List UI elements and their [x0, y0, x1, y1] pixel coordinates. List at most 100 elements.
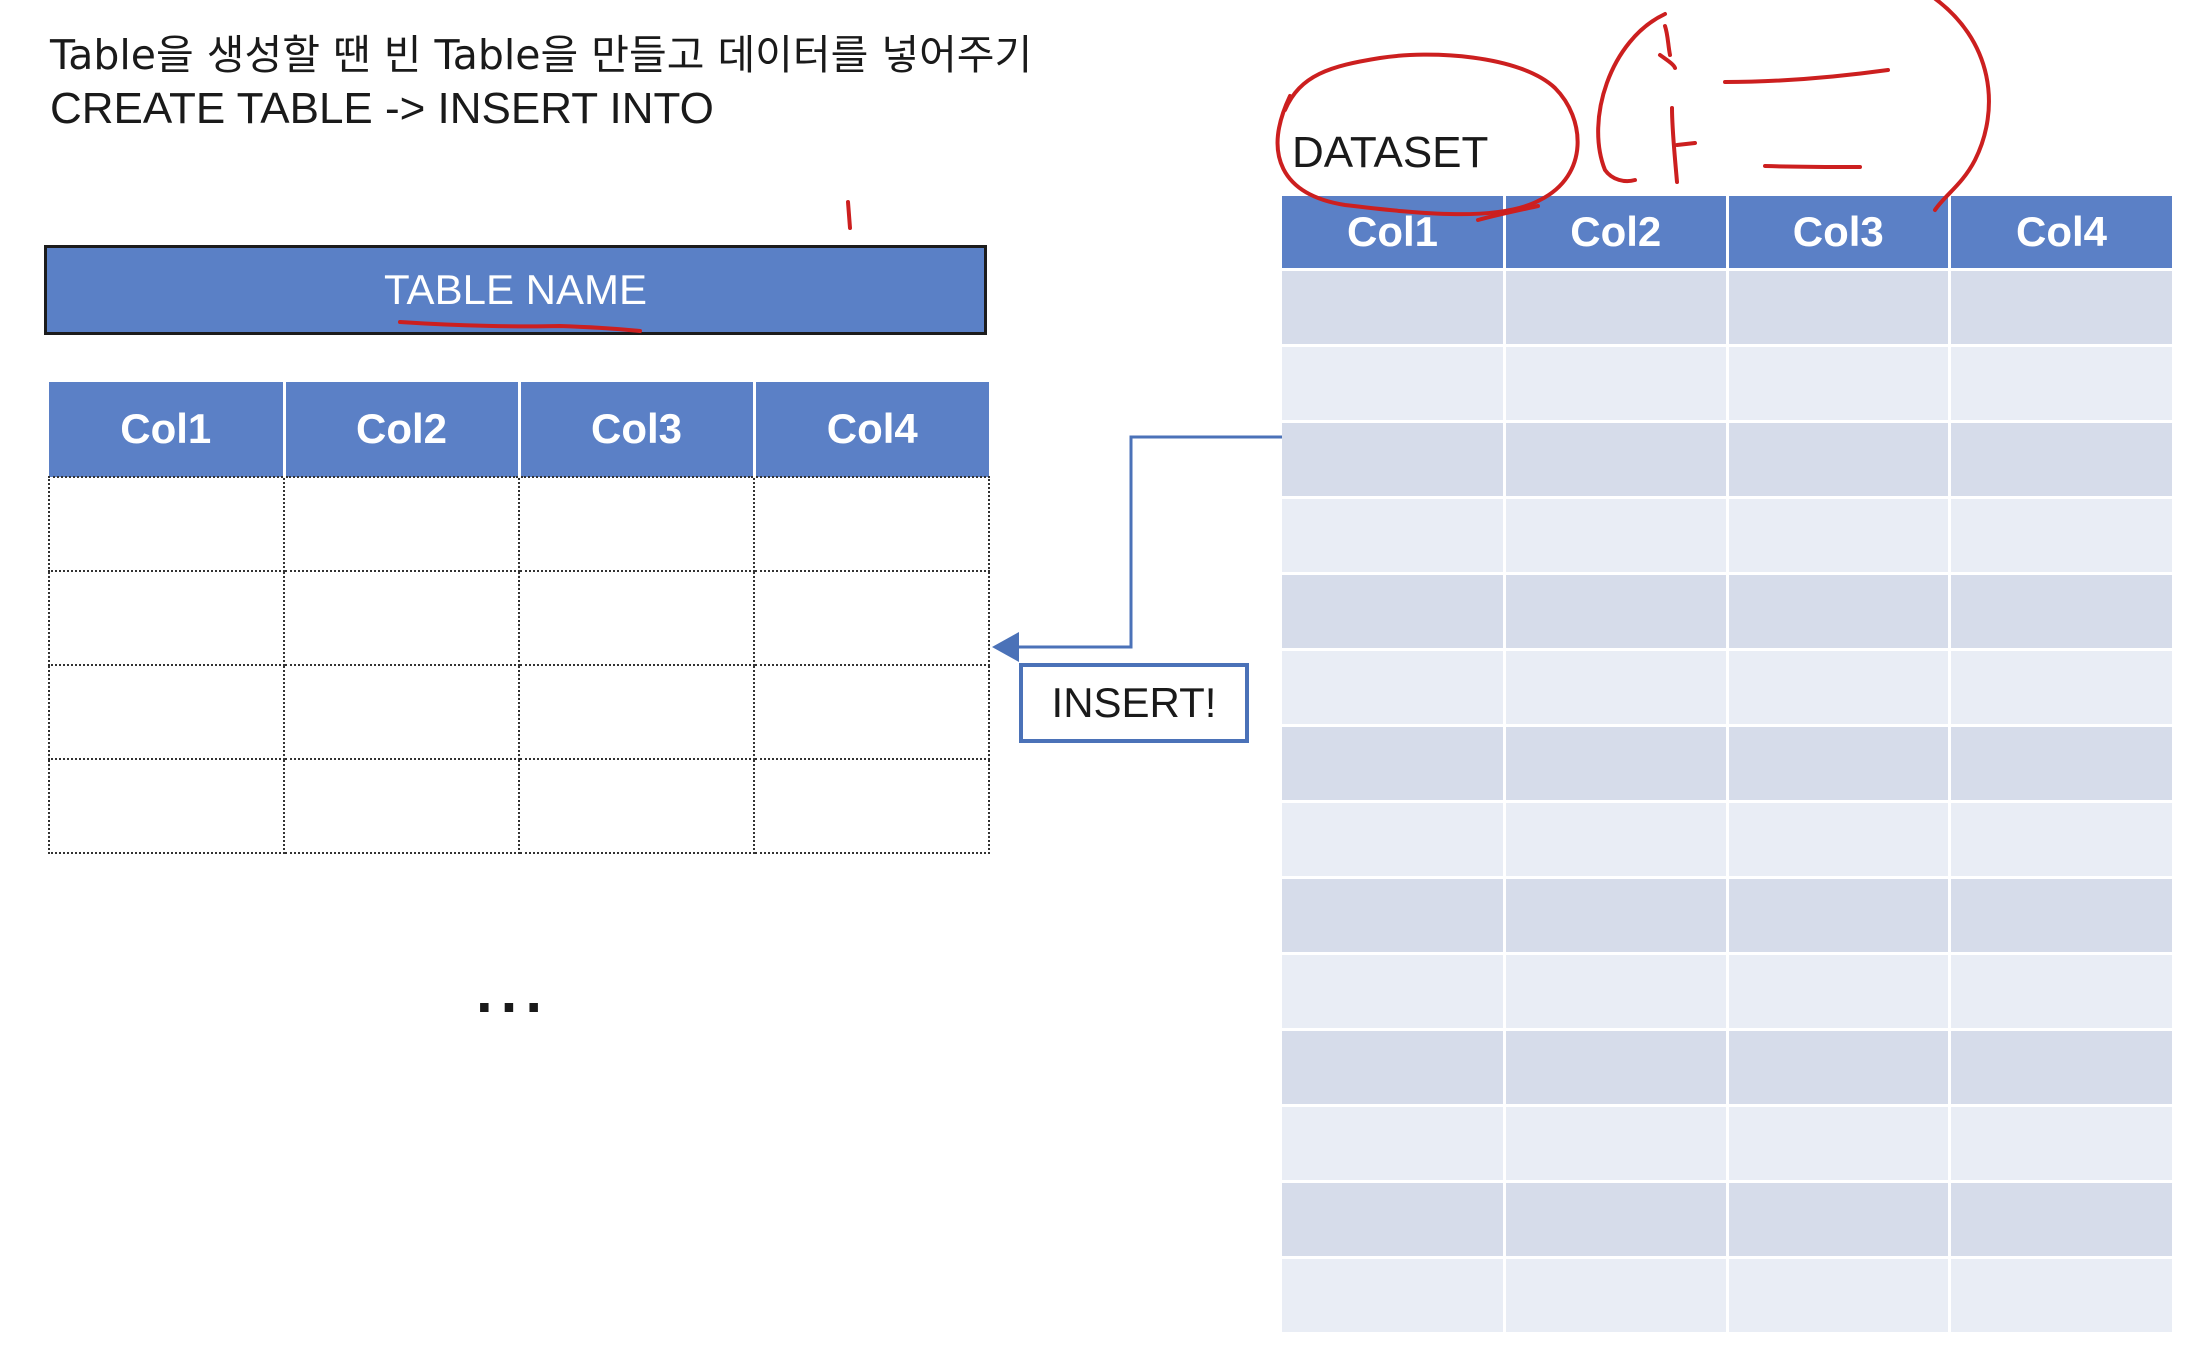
- dataset-cell: [1282, 345, 1506, 423]
- target-empty-cell: [283, 476, 520, 572]
- tick-mark-annotation: [846, 200, 852, 230]
- dataset-col-header: Col3: [1727, 196, 1951, 271]
- target-empty-cell: [48, 758, 285, 854]
- dataset-cell: [1282, 649, 1506, 727]
- target-empty-cell: [518, 570, 755, 666]
- dataset-cell: [1949, 497, 2172, 575]
- dataset-cell: [1727, 801, 1951, 879]
- dataset-cell: [1727, 573, 1951, 651]
- dataset-cell: [1727, 649, 1951, 727]
- target-empty-row: [48, 758, 990, 854]
- dataset-row: [1282, 345, 2172, 423]
- dataset-cell: [1504, 801, 1729, 879]
- dataset-cell: [1949, 877, 2172, 955]
- instruction-text: Table을 생성할 땐 빈 Table을 만들고 데이터를 넣어주기: [50, 31, 1033, 79]
- dataset-cell: [1504, 497, 1729, 575]
- insert-label: INSERT!: [1051, 679, 1217, 726]
- target-header-row: Col1 Col2 Col3 Col4: [49, 382, 989, 477]
- dataset-cell: [1727, 345, 1951, 423]
- dataset-cell: [1727, 269, 1951, 347]
- dataset-cell: [1504, 1257, 1729, 1335]
- dataset-row: [1282, 1105, 2172, 1183]
- target-table: Col1 Col2 Col3 Col4: [48, 382, 990, 854]
- dataset-cell: [1504, 421, 1729, 499]
- table-name-label: TABLE NAME: [384, 266, 647, 313]
- dataset-row: [1282, 801, 2172, 879]
- dataset-cell: [1282, 1181, 1506, 1259]
- target-empty-cell: [48, 664, 285, 760]
- dataset-cell: [1949, 1029, 2172, 1107]
- dataset-cell: [1504, 953, 1729, 1031]
- dataset-cell: [1504, 1029, 1729, 1107]
- target-empty-cell: [283, 664, 520, 760]
- dataset-cell: [1282, 421, 1506, 499]
- dataset-cell: [1949, 953, 2172, 1031]
- dataset-cell: [1949, 1181, 2172, 1259]
- dataset-cell: [1727, 1257, 1951, 1335]
- bracket-annotation: [1596, 12, 1667, 184]
- dataset-row: [1282, 497, 2172, 575]
- dataset-cell: [1504, 725, 1729, 803]
- dataset-cell: [1949, 1105, 2172, 1183]
- target-empty-cell: [283, 570, 520, 666]
- target-empty-cell: [753, 476, 990, 572]
- target-empty-row: [48, 476, 990, 572]
- dataset-table-body: [1282, 269, 2172, 1335]
- dataset-cell: [1282, 573, 1506, 651]
- target-empty-cell: [283, 758, 520, 854]
- insert-arrow: [992, 435, 1282, 662]
- dataset-table: Col1 Col2 Col3 Col4: [1282, 196, 2172, 1335]
- dataset-row: [1282, 1181, 2172, 1259]
- dataset-cell: [1282, 1029, 1506, 1107]
- continuation-ellipsis: ...: [476, 958, 551, 1025]
- target-col-header: Col4: [754, 382, 989, 477]
- dataset-cell: [1504, 345, 1729, 423]
- dataset-row: [1282, 877, 2172, 955]
- dataset-cell: [1282, 801, 1506, 879]
- dataset-cell: [1727, 725, 1951, 803]
- dataset-row: [1282, 421, 2172, 499]
- dataset-cell: [1727, 1029, 1951, 1107]
- target-empty-cell: [48, 570, 285, 666]
- dataset-cell: [1727, 953, 1951, 1031]
- target-empty-cell: [518, 664, 755, 760]
- dataset-cell: [1949, 421, 2172, 499]
- dataset-cell: [1949, 801, 2172, 879]
- dataset-col-header: Col1: [1282, 196, 1506, 271]
- target-table-body: [48, 476, 990, 854]
- dataset-row: [1282, 1029, 2172, 1107]
- sql-sequence-text: CREATE TABLE -> INSERT INTO: [50, 84, 714, 133]
- dataset-row: [1282, 269, 2172, 347]
- dataset-cell: [1282, 269, 1506, 347]
- target-col-header: Col3: [519, 382, 756, 477]
- target-col-header: Col2: [284, 382, 521, 477]
- target-empty-cell: [48, 476, 285, 572]
- target-empty-cell: [753, 758, 990, 854]
- table-name-bar: TABLE NAME: [44, 245, 987, 335]
- dataset-col-header: Col4: [1949, 196, 2172, 271]
- dataset-cell: [1282, 877, 1506, 955]
- dataset-cell: [1949, 345, 2172, 423]
- target-col-header: Col1: [49, 382, 286, 477]
- dataset-cell: [1949, 1257, 2172, 1335]
- dataset-cell: [1504, 1105, 1729, 1183]
- dataset-cell: [1727, 421, 1951, 499]
- dataset-cell: [1282, 953, 1506, 1031]
- jamo-2-annotation: [1670, 106, 1697, 184]
- insert-label-box: INSERT!: [1019, 663, 1249, 743]
- dataset-cell: [1727, 1181, 1951, 1259]
- dataset-col-header: Col2: [1504, 196, 1729, 271]
- dataset-cell: [1282, 725, 1506, 803]
- dash-top-annotation: [1723, 68, 1890, 84]
- target-empty-row: [48, 570, 990, 666]
- dataset-label: DATASET: [1292, 128, 1489, 177]
- jamo-1-annotation: [1658, 24, 1677, 70]
- dataset-cell: [1949, 649, 2172, 727]
- dataset-cell: [1504, 269, 1729, 347]
- target-empty-cell: [518, 476, 755, 572]
- target-empty-cell: [753, 570, 990, 666]
- dataset-cell: [1727, 497, 1951, 575]
- dataset-cell: [1504, 877, 1729, 955]
- dash-bottom-annotation: [1763, 164, 1862, 169]
- outer-arc-annotation: [1933, 0, 1991, 212]
